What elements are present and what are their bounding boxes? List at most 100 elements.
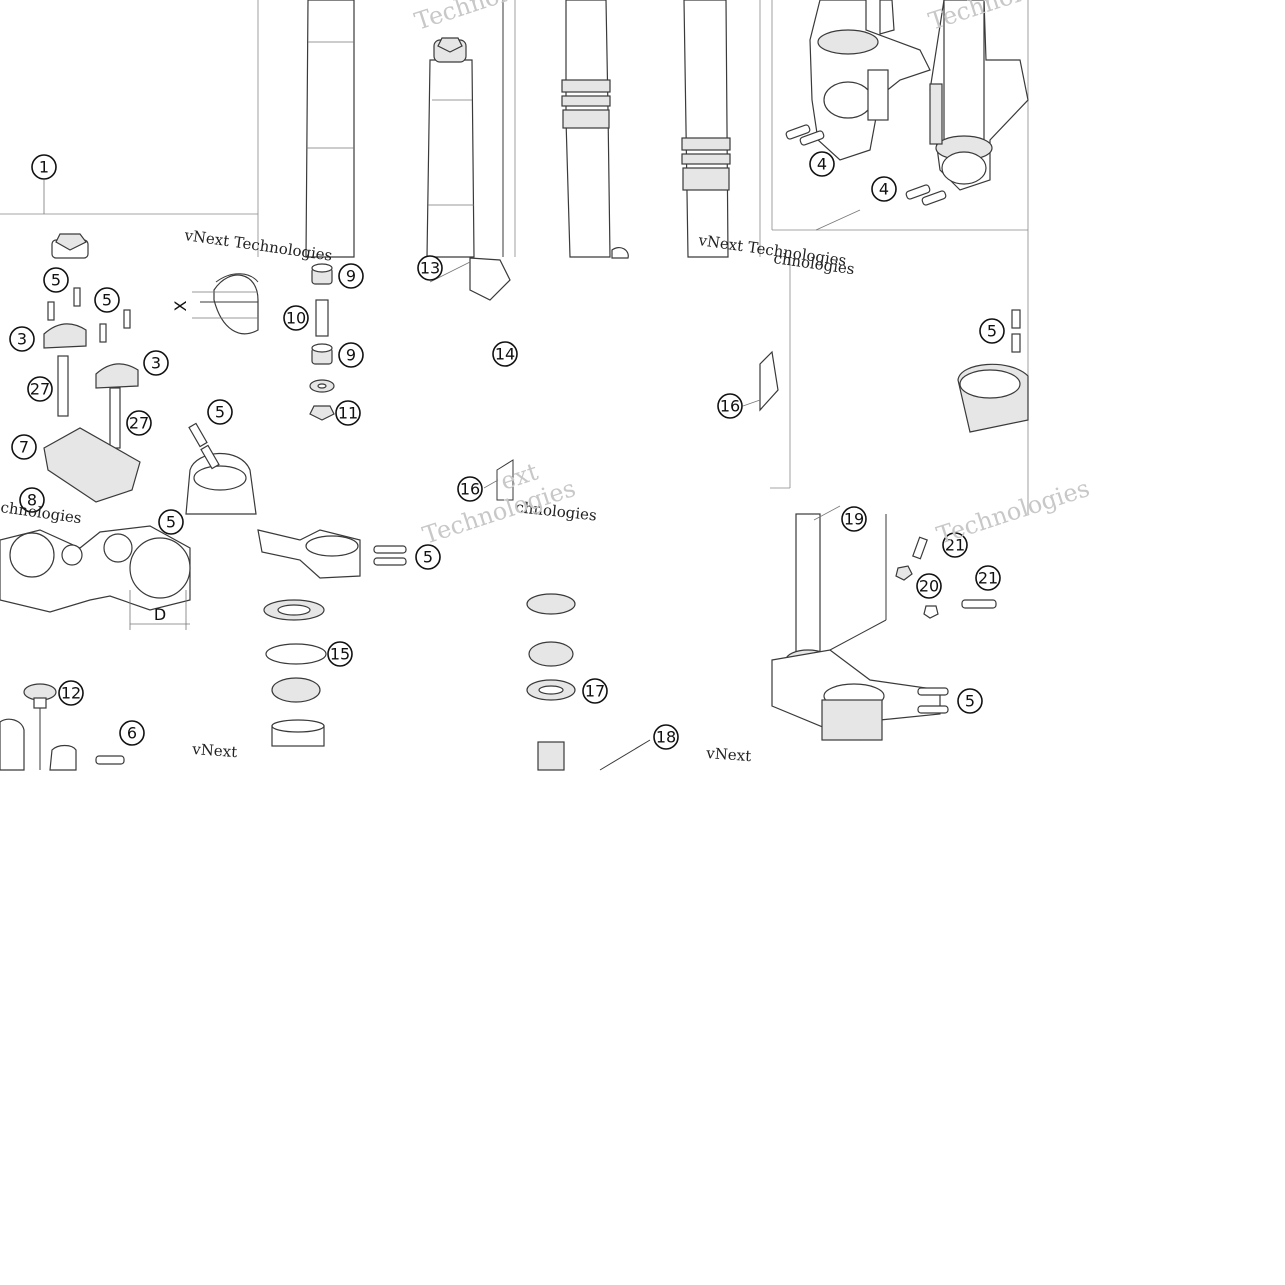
clamp-bolts-4b <box>905 184 947 206</box>
callout-5: 5 <box>43 267 69 293</box>
svg-text:9: 9 <box>346 346 356 365</box>
clamp-bolts-4a <box>785 124 825 146</box>
watermark-text: vNext <box>191 740 238 761</box>
callout-21: 21 <box>942 532 968 558</box>
handlebar-x-dimension <box>192 273 259 319</box>
svg-text:27: 27 <box>129 414 149 433</box>
callout-17: 17 <box>582 678 608 704</box>
tile-borders <box>0 0 1029 514</box>
callout-18: 18 <box>653 724 679 750</box>
top-triple-clamp-plate <box>0 525 191 630</box>
handlebar-clamp-upper-right <box>95 309 139 389</box>
lower-clamp-a <box>809 0 931 161</box>
callout-16: 16 <box>457 476 483 502</box>
svg-text:18: 18 <box>656 728 676 747</box>
svg-text:3: 3 <box>151 354 161 373</box>
bolts-21-nut-20 <box>895 536 997 619</box>
dimension-d-label: D <box>154 605 166 624</box>
svg-text:12: 12 <box>61 684 81 703</box>
lower-clamp-5-center <box>257 529 407 579</box>
fork-leg-right-a <box>561 0 611 258</box>
callout-14: 14 <box>492 341 518 367</box>
svg-text:16: 16 <box>460 480 480 499</box>
callout-11: 11 <box>335 400 361 426</box>
callout-3: 3 <box>143 350 169 376</box>
callout-6: 6 <box>119 720 145 746</box>
svg-text:27: 27 <box>30 380 50 399</box>
svg-text:10: 10 <box>286 309 306 328</box>
callout-5: 5 <box>207 399 233 425</box>
svg-text:5: 5 <box>166 513 176 532</box>
callout-13: 13 <box>417 255 443 281</box>
callout-5: 5 <box>957 688 983 714</box>
svg-text:14: 14 <box>495 345 515 364</box>
spacer-10 <box>315 299 329 337</box>
callout-15: 15 <box>327 641 353 667</box>
svg-text:13: 13 <box>420 259 440 278</box>
svg-text:16: 16 <box>720 397 740 416</box>
callout-19: 19 <box>841 506 867 532</box>
top-clamp-right-view <box>185 274 259 515</box>
svg-text:4: 4 <box>879 180 889 199</box>
nut-11 <box>309 405 335 421</box>
watermark-text: vNext <box>705 744 752 765</box>
callout-20: 20 <box>916 573 942 599</box>
steering-clamp-5-right <box>957 309 1029 433</box>
cap-12 <box>23 683 57 709</box>
svg-text:17: 17 <box>585 682 605 701</box>
svg-text:19: 19 <box>844 510 864 529</box>
lower-posts <box>0 708 125 771</box>
svg-text:21: 21 <box>945 536 965 555</box>
callout-12: 12 <box>58 680 84 706</box>
callout-21: 21 <box>975 565 1001 591</box>
fork-leg-right-b <box>611 0 731 259</box>
bracket-16 <box>496 350 779 501</box>
callout-8: 8 <box>19 487 45 513</box>
callout-4: 4 <box>871 176 897 202</box>
dimension-x-label: X <box>171 300 190 311</box>
callout-9: 9 <box>338 342 364 368</box>
callout-7: 7 <box>11 434 37 460</box>
svg-text:20: 20 <box>919 577 939 596</box>
svg-text:9: 9 <box>346 267 356 286</box>
svg-text:5: 5 <box>215 403 225 422</box>
svg-text:15: 15 <box>330 645 350 664</box>
bearing-stack-17 <box>526 593 651 771</box>
svg-text:6: 6 <box>127 724 137 743</box>
callout-5: 5 <box>979 318 1005 344</box>
watermark-large: Technologies <box>411 0 571 36</box>
lower-clamp-b <box>929 0 1029 191</box>
svg-text:5: 5 <box>51 271 61 290</box>
bushing-9a <box>311 263 333 285</box>
bearing-stack-15 <box>263 599 327 747</box>
callout-3: 3 <box>9 326 35 352</box>
bushing-9b <box>311 343 333 365</box>
fork-tube-left <box>305 0 355 258</box>
watermark-large: Technologies <box>933 474 1093 550</box>
svg-text:5: 5 <box>965 692 975 711</box>
top-nut <box>51 233 89 259</box>
svg-text:3: 3 <box>17 330 27 349</box>
svg-text:5: 5 <box>423 548 433 567</box>
svg-text:5: 5 <box>102 291 112 310</box>
callout-16: 16 <box>717 393 743 419</box>
callout-5: 5 <box>158 509 184 535</box>
callout-10: 10 <box>283 305 309 331</box>
svg-text:21: 21 <box>978 569 998 588</box>
svg-text:5: 5 <box>987 322 997 341</box>
washer-8 <box>309 379 335 393</box>
svg-text:11: 11 <box>338 404 358 423</box>
callout-4: 4 <box>809 151 835 177</box>
svg-text:8: 8 <box>27 491 37 510</box>
svg-text:4: 4 <box>817 155 827 174</box>
watermark-large: Technologies <box>925 0 1085 36</box>
callout-5: 5 <box>94 287 120 313</box>
fork-tube-center <box>426 0 511 301</box>
callout-9: 9 <box>338 263 364 289</box>
callout-27: 27 <box>27 376 53 402</box>
handlebar-clamp-upper-left <box>43 287 87 349</box>
callout-5: 5 <box>415 544 441 570</box>
callout-27: 27 <box>126 410 152 436</box>
steering-stem-19 <box>771 513 949 741</box>
